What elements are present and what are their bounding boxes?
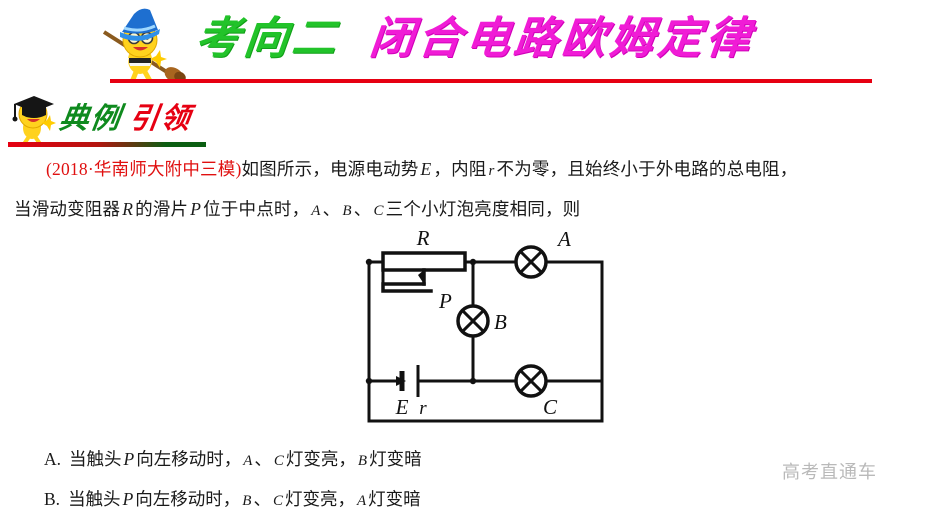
section-title-part-a: 典例: [57, 103, 124, 135]
graduate-emoji-icon: [12, 96, 56, 144]
circuit-svg: R P A B C E r: [365, 228, 604, 423]
wizard-on-broom-icon: [102, 8, 186, 82]
section-title: 典例引领: [57, 95, 195, 137]
question-source: (2018·华南师大附中三模): [46, 159, 242, 179]
question-l2a: 当滑动变阻器: [14, 199, 121, 219]
option-A-c: 、: [254, 449, 272, 469]
option-A-b: 向左移动时，: [136, 449, 242, 469]
option-B-var-2: C: [272, 493, 283, 509]
question-l2e: 、: [353, 199, 372, 219]
node-mid-left: [365, 377, 373, 385]
circuit-label-E: E: [395, 395, 409, 419]
option-B-var-3: A: [356, 493, 367, 509]
section-title-part-b: 引领: [127, 103, 194, 135]
option-A-a: 当触头: [69, 449, 122, 469]
node-branch-top: [469, 258, 477, 266]
question-var-A: A: [311, 203, 321, 219]
slide-title-part-pink: 闭合电路欧姆定律: [367, 14, 757, 63]
lamp-A: [514, 245, 548, 279]
option-A-e: 灯变暗: [369, 449, 422, 469]
question-l2b: 的滑片: [135, 199, 189, 219]
question-var-B: B: [342, 203, 352, 219]
option-B-var-1: B: [242, 493, 252, 509]
circuit-label-P: P: [438, 289, 452, 313]
question-l2c: 位于中点时，: [203, 199, 310, 219]
lamp-C: [514, 364, 548, 398]
question-var-C: C: [373, 203, 384, 219]
question-var-E: E: [420, 159, 432, 179]
circuit-label-A: A: [556, 228, 571, 251]
option-B-b: 向左移动时，: [135, 489, 241, 509]
question-l2d: 、: [322, 199, 341, 219]
option-A-var-2: C: [273, 453, 284, 469]
option-B-var-P: P: [122, 489, 134, 509]
slider-return-wire: [381, 282, 433, 293]
slide-title: 考向二 闭合电路欧姆定律: [193, 6, 896, 72]
question-l1c: 不为零，且始终小于外电路的总电阻，: [496, 159, 798, 179]
rheostat-body: [381, 251, 467, 272]
question-l1b: ，内阻: [433, 159, 487, 179]
option-A-var-P: P: [123, 449, 135, 469]
circuit-label-r: r: [419, 398, 427, 419]
node-top-left: [365, 258, 373, 266]
option-A-var-1: A: [243, 453, 253, 469]
battery-symbol: [396, 365, 420, 397]
question-var-r: r: [488, 163, 495, 179]
question-var-R: R: [122, 199, 134, 219]
option-A-key: A.: [44, 449, 62, 469]
question-l1a: 如图所示，电源电动势: [241, 159, 419, 179]
slide-header: 考向二 闭合电路欧姆定律: [0, 0, 936, 86]
circuit-label-C: C: [543, 395, 558, 419]
option-B-d: 灯变亮，: [284, 489, 355, 509]
slide-title-part-green: 考向二: [193, 14, 343, 63]
question-l2f: 三个小灯泡亮度相同，则: [385, 199, 581, 219]
option-B-key: B.: [44, 489, 61, 509]
circuit-label-B: B: [494, 310, 507, 334]
option-A-d: 灯变亮，: [285, 449, 356, 469]
section-divider: [8, 142, 206, 147]
lamp-B: [456, 304, 490, 338]
watermark: 高考直通车: [782, 462, 877, 482]
circuit-diagram: R P A B C E r: [340, 228, 640, 433]
option-B-e: 灯变暗: [368, 489, 421, 509]
option-B-a: 当触头: [68, 489, 121, 509]
option-B-c: 、: [253, 489, 271, 509]
section-heading: 典例引领: [0, 90, 400, 148]
question-var-P: P: [190, 199, 202, 219]
option-A-var-3: B: [357, 453, 368, 469]
title-divider: [110, 79, 872, 83]
circuit-label-R: R: [416, 228, 430, 250]
